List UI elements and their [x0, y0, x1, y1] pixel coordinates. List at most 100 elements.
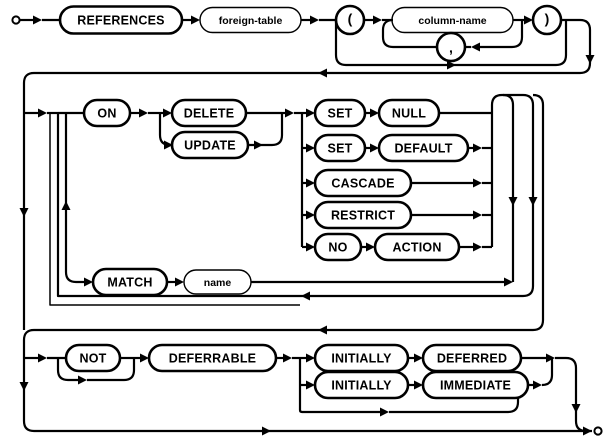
node-set-default-set-label: SET: [328, 141, 353, 155]
rail-r2-to-match: [64, 113, 84, 284]
arrow-icon: [546, 353, 555, 363]
node-deferrable-label: DEFERRABLE: [169, 351, 256, 365]
rail-initially-merge: [541, 358, 554, 387]
node-comma-label: ,: [449, 40, 453, 56]
arrow-icon: [306, 242, 315, 252]
arrow-icon: [585, 55, 595, 64]
node-not-label: NOT: [80, 351, 107, 365]
arrow-icon: [473, 143, 482, 153]
end-endpoint-icon: [593, 426, 603, 436]
arrow-icon: [306, 143, 315, 153]
node-set-null-set-label: SET: [328, 106, 353, 120]
node-on-label: ON: [97, 106, 116, 120]
arrow-icon: [583, 426, 592, 436]
node-deferred-label: DEFERRED: [437, 351, 507, 365]
arrow-icon: [285, 108, 294, 118]
arrow-icon: [318, 325, 327, 335]
arrow-icon: [78, 375, 87, 385]
rail-row2-left-wrap: [22, 71, 35, 103]
arrow-icon: [366, 242, 375, 252]
arrow-icon: [140, 353, 149, 363]
arrow-icon: [508, 197, 518, 206]
rail-row3-left-wrap: [22, 328, 35, 360]
arrow-icon: [38, 108, 47, 118]
arrow-icon: [473, 178, 482, 188]
arrow-icon: [471, 42, 480, 52]
node-foreign-table-label: foreign-table: [219, 15, 283, 27]
arrow-icon: [370, 108, 379, 118]
node-restrict-label: RESTRICT: [331, 208, 395, 222]
rail-match-merge-up: [502, 93, 515, 282]
rail-row3-bypass: [22, 360, 556, 433]
node-initially-deferred-label: INITIALLY: [331, 351, 392, 365]
arrow-icon: [380, 407, 389, 417]
node-name-label: name: [204, 277, 232, 289]
arrow-icon: [571, 404, 581, 413]
arrow-icon: [370, 143, 379, 153]
arrow-icon: [283, 353, 292, 363]
arrow-icon: [19, 382, 29, 391]
node-match-label: MATCH: [107, 275, 152, 289]
arrow-icon: [33, 15, 42, 25]
arrow-icon: [310, 15, 319, 25]
arrow-icon: [524, 15, 533, 25]
arrow-icon: [318, 68, 327, 78]
rail-row1-to-row2: [34, 18, 592, 75]
node-comma[interactable]: [435, 31, 467, 63]
arrow-icon: [306, 108, 315, 118]
arrow-icon: [306, 353, 315, 363]
arrow-icon: [306, 380, 315, 390]
rail-initially-skip-right: [389, 392, 520, 414]
start-endpoint-icon: [11, 15, 21, 25]
rail-initially-fork: [298, 358, 380, 414]
arrow-icon: [163, 108, 172, 118]
node-cascade-label: CASCADE: [331, 176, 394, 190]
rail-row2-repeat-outer: [56, 113, 300, 298]
arrow-icon: [191, 15, 200, 25]
rail-not-bypass-right: [87, 358, 136, 382]
arrow-icon: [84, 277, 93, 287]
node-update-label: UPDATE: [184, 138, 236, 152]
node-lparen-label: (: [348, 11, 353, 27]
node-null-label: NULL: [392, 106, 426, 120]
rail-not-bypass-left: [56, 358, 78, 382]
rail-row2-to-row3: [34, 93, 545, 332]
node-initially-immediate-label: INITIALLY: [331, 378, 392, 392]
arrow-icon: [306, 178, 315, 188]
rail-row3-tail: [555, 356, 592, 433]
node-action-label: ACTION: [392, 240, 441, 254]
arrow-icon: [473, 210, 482, 220]
arrow-icon: [533, 380, 542, 390]
arrow-icon: [139, 108, 148, 118]
arrow-icon: [414, 380, 423, 390]
rail-action-merge-to-repeat: [300, 93, 535, 298]
arrow-icon: [164, 140, 173, 150]
arrow-icon: [504, 277, 513, 287]
rail-comma-loop-left: [381, 18, 394, 49]
arrow-icon: [254, 140, 263, 150]
arrow-icon: [306, 210, 315, 220]
node-column-name-label: column-name: [418, 15, 486, 27]
rail-fork-du-down: [158, 113, 172, 147]
node-no-label: NO: [328, 240, 347, 254]
rail-merge-du-bottom: [248, 113, 284, 147]
rail-row2-repeat-inner-stub: [49, 113, 300, 306]
node-references-label: REFERENCES: [77, 13, 164, 27]
node-default-label: DEFAULT: [394, 141, 452, 155]
arrow-icon-up: [61, 201, 71, 210]
arrow-icon: [528, 197, 538, 206]
arrow-icon: [447, 60, 456, 70]
arrow-icon: [262, 426, 271, 436]
arrow-icon: [414, 353, 423, 363]
arrow-icon: [175, 277, 184, 287]
node-rparen-label: ): [545, 11, 550, 27]
arrow-icon: [373, 15, 382, 25]
node-immediate-label: IMMEDIATE: [440, 378, 511, 392]
node-delete-label: DELETE: [184, 106, 235, 120]
rail-comma-loop-right: [480, 20, 524, 49]
arrow-icon: [19, 208, 29, 217]
arrow-icon: [301, 291, 310, 301]
arrow-icon: [38, 353, 47, 363]
